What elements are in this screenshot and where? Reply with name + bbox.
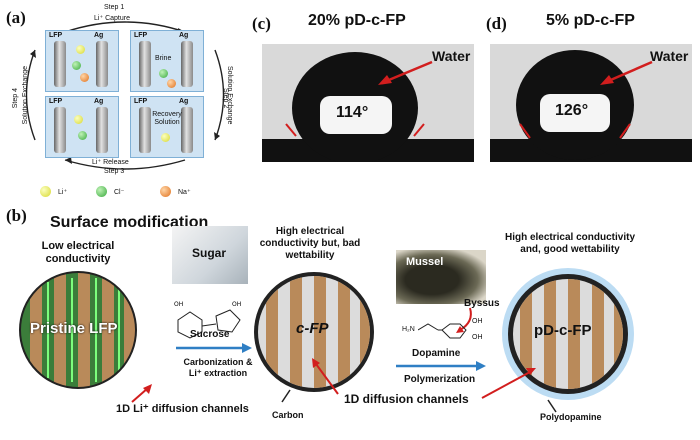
na-ion (80, 73, 89, 82)
li-release-label: Li⁺ Release (92, 159, 129, 166)
li-diffusion-channels-label: 1D Li⁺ diffusion channels (116, 403, 249, 415)
carbon-label: Carbon (272, 410, 304, 420)
ag-electrode (181, 41, 193, 87)
pristine-lfp-particle (19, 271, 137, 389)
li-ion (74, 115, 83, 124)
pristine-lfp-label: Pristine LFP (30, 320, 118, 337)
panel-c-title: 20% pD-c-FP (308, 12, 406, 29)
panel-b-letter: (b) (6, 206, 27, 225)
cfp-particle (254, 272, 374, 392)
lfp-electrode (139, 41, 151, 87)
surface-modification-title: Surface modification (50, 214, 209, 231)
lfp-electrode (54, 107, 66, 153)
ag-electrode (181, 107, 193, 153)
mussel-photo: Mussel (396, 250, 486, 304)
byssus-arrow (456, 307, 472, 333)
li-ion (76, 45, 85, 54)
sugar-label: Sugar (192, 246, 227, 260)
ag-label: Ag (94, 98, 104, 105)
svg-text:OH: OH (232, 301, 241, 308)
process-arrow-2 (396, 361, 486, 371)
lfp-label: LFP (134, 98, 148, 105)
cell-step3: LFP Ag Recovery Solution (130, 96, 204, 158)
oh-label-1: OH (472, 318, 483, 325)
water-arrow-c (378, 60, 433, 85)
legend-cl-dot (96, 186, 107, 197)
lfp-label: LFP (49, 98, 63, 105)
step2-label: Step 2 (222, 88, 229, 109)
panel-d-letter: (d) (486, 14, 507, 33)
water-label-c: Water (432, 48, 471, 64)
legend-na-dot (160, 186, 171, 197)
high-cond-bad-label: High electrical conductivity but, bad we… (259, 226, 361, 261)
recovery-solution-label: Recovery Solution (152, 111, 182, 126)
mussel-label: Mussel (406, 256, 444, 268)
ag-electrode (96, 107, 108, 153)
ag-label: Ag (179, 98, 189, 105)
legend-li-dot (40, 186, 51, 197)
water-label-d: Water (650, 48, 689, 64)
oh-label-2: OH (472, 334, 483, 341)
cl-ion (159, 69, 168, 78)
cell-step2: LFP Ag Brine (130, 30, 204, 92)
lfp-electrode (139, 107, 151, 153)
panel-c-letter: (c) (252, 14, 271, 33)
process-arrow-1 (176, 343, 252, 353)
legend-li-label: Li⁺ (58, 189, 68, 196)
sucrose-structure: OH OH (174, 301, 241, 339)
ag-label: Ag (179, 32, 189, 39)
solution-exchange-right-label: Solution Exchange (226, 66, 233, 125)
high-cond-good-label: High electrical conductivity and, good w… (504, 232, 636, 255)
water-arrow-d (600, 60, 653, 85)
cl-ion (72, 61, 81, 70)
polydopamine-label: Polydopamine (540, 412, 602, 422)
na-ion (167, 79, 176, 88)
contact-angle-photo-c: 114° (262, 44, 474, 162)
diffusion-channels-label: 1D diffusion channels (344, 392, 469, 406)
legend-na-label: Na⁺ (178, 189, 191, 196)
pdcfp-label: pD-c-FP (534, 322, 592, 339)
ag-label: Ag (94, 32, 104, 39)
carbonization-label: Carbonization & Li⁺ extraction (183, 357, 253, 378)
cl-ion (78, 131, 87, 140)
sucrose-label: Sucrose (190, 329, 230, 340)
dopamine-label: Dopamine (412, 348, 461, 359)
low-conductivity-label: Low electrical conductivity (41, 240, 115, 265)
cell-step1: LFP Ag (45, 30, 119, 92)
ag-electrode (96, 41, 108, 87)
h2n-label: H₂N (402, 326, 415, 333)
step3-label: Step 3 (104, 168, 125, 175)
svg-text:OH: OH (174, 301, 183, 308)
droplet-highlight (320, 96, 392, 134)
legend-cl-label: Cl⁻ (114, 189, 125, 196)
cell-step4: LFP Ag (45, 96, 119, 158)
contact-angle-value: 126° (555, 102, 589, 119)
cycle-arrows (25, 21, 225, 170)
li-capture-label: Li⁺ Capture (94, 15, 130, 22)
droplet-highlight (540, 94, 610, 132)
dopamine-structure (418, 323, 467, 339)
brine-label: Brine (155, 55, 172, 62)
byssus-label: Byssus (464, 298, 500, 309)
lfp-label: LFP (49, 32, 63, 39)
angle-tangents (519, 123, 631, 139)
lfp-electrode (54, 41, 66, 87)
step1-label: Step 1 (104, 4, 125, 11)
li-ion (161, 133, 170, 142)
lfp-label: LFP (134, 32, 148, 39)
panel-d-title: 5% pD-c-FP (546, 12, 635, 29)
sugar-photo: Sugar (172, 226, 248, 284)
panel-a-letter: (a) (6, 8, 26, 27)
contact-angle-value: 114° (336, 104, 369, 121)
polymerization-label: Polymerization (404, 374, 476, 385)
contact-angle-photo-d: 126° (490, 44, 692, 162)
angle-tangents (285, 123, 425, 137)
cfp-label: c-FP (296, 320, 329, 337)
